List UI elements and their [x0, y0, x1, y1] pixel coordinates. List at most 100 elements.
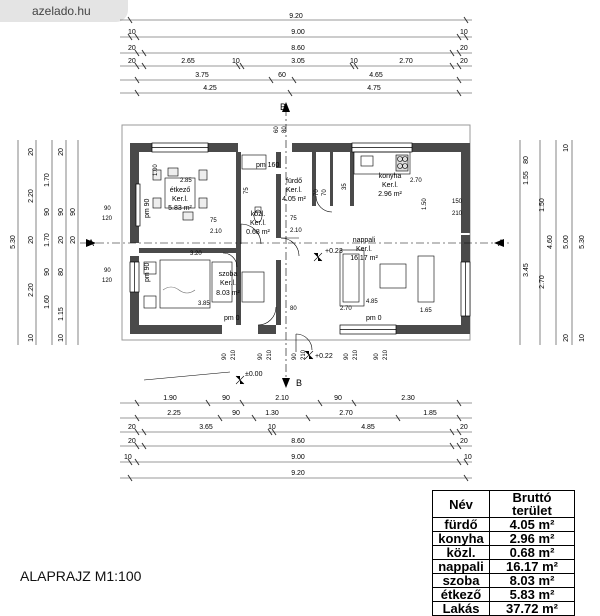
- dim-label: 1.15: [58, 307, 65, 321]
- table-row: szoba 8.03 m²: [432, 573, 575, 588]
- interior-dimensions: 2.85 1.00 1.50 3.20 2.70 4.85 1.65 2.10 …: [102, 164, 463, 314]
- svg-text:2.10: 2.10: [290, 228, 302, 234]
- svg-text:2.85: 2.85: [180, 178, 192, 184]
- dim-label: 20: [563, 334, 570, 342]
- dim-label: 20: [128, 58, 136, 65]
- dim-label: 20: [28, 236, 35, 244]
- level-pm000-icon: [235, 375, 245, 385]
- level-pm000: ±0.00: [245, 371, 263, 378]
- dim-label: 9.00: [291, 454, 305, 461]
- svg-text:pm 0: pm 0: [224, 315, 240, 322]
- room-name: konyha: [432, 531, 490, 546]
- dim-label: 2.70: [339, 410, 353, 417]
- dim-label: 2.20: [28, 283, 35, 297]
- room-area: 37.72 m²: [489, 601, 575, 616]
- svg-text:8.03 m²: 8.03 m²: [216, 290, 240, 297]
- top-wall-labels: 60 80: [274, 126, 288, 133]
- dim-label: 90: [44, 208, 51, 216]
- dim-label: 60: [278, 72, 286, 79]
- table-row: étkező 5.83 m²: [432, 587, 575, 602]
- dim-label: 90: [222, 395, 230, 402]
- svg-text:Ker.l.: Ker.l.: [250, 220, 266, 227]
- room-name: Lakás: [432, 601, 490, 616]
- dim-label: 10: [579, 334, 586, 342]
- svg-text:70: 70: [314, 189, 320, 196]
- svg-text:90: 90: [258, 353, 264, 360]
- floor-plan: 9.20 10 9.00 10 20 8.60 20 20 2.65 10 3.…: [10, 13, 586, 482]
- bed: [143, 259, 233, 309]
- dim-label: 2.25: [167, 410, 181, 417]
- kitchen-counter: [353, 151, 411, 175]
- svg-text:pm 90: pm 90: [144, 198, 151, 218]
- dim-label: 90: [70, 208, 77, 216]
- svg-text:étkező: étkező: [170, 187, 191, 194]
- svg-text:1.00: 1.00: [153, 164, 159, 176]
- level-plus022: +0.22: [315, 353, 333, 360]
- dim-label: 1.70: [44, 173, 51, 187]
- svg-text:210: 210: [353, 349, 359, 360]
- area-table: Név Bruttó terület fürdő 4.05 m² konyha …: [432, 490, 575, 616]
- section-a-left: A: [88, 238, 94, 248]
- dim-top-overall: 9.20: [289, 13, 303, 20]
- plan-title: ALAPRAJZ M1:100: [20, 568, 142, 584]
- svg-text:120: 120: [102, 216, 113, 222]
- svg-text:150: 150: [452, 199, 463, 205]
- floor-levels: pm 0 pm 0 pm 90 pm 90 pm 160: [144, 162, 382, 322]
- svg-text:75: 75: [244, 187, 250, 194]
- table-row: közl. 0.68 m²: [432, 545, 575, 560]
- svg-text:szoba: szoba: [219, 271, 238, 278]
- svg-text:Ker.l.: Ker.l.: [172, 196, 188, 203]
- room-area: 5.83 m²: [489, 587, 575, 602]
- svg-text:210: 210: [231, 349, 237, 360]
- section-b-top: B: [280, 102, 286, 112]
- dim-label: 3.05: [291, 58, 305, 65]
- dim-label: 2.65: [181, 58, 195, 65]
- svg-text:Ker.l.: Ker.l.: [286, 187, 302, 194]
- room-area: 2.96 m²: [489, 531, 575, 546]
- room-area: 16.17 m²: [489, 559, 575, 574]
- dim-label: 4.60: [547, 235, 554, 249]
- dim-label: 10: [268, 424, 276, 431]
- dim-label: 20: [28, 148, 35, 156]
- svg-text:75: 75: [210, 218, 217, 224]
- dim-label: 4.65: [369, 72, 383, 79]
- svg-text:75: 75: [290, 216, 297, 222]
- dim-label: 2.70: [399, 58, 413, 65]
- svg-text:nappali: nappali: [353, 237, 376, 244]
- section-b-bottom: B: [296, 378, 302, 388]
- svg-text:35: 35: [342, 183, 348, 190]
- dim-label: 20: [460, 424, 468, 431]
- svg-text:4.05 m²: 4.05 m²: [282, 196, 306, 203]
- level-markers: +0.23 +0.22 ±0.00: [143, 248, 343, 385]
- dim-label: 3.75: [195, 72, 209, 79]
- svg-text:2.70: 2.70: [410, 178, 422, 184]
- svg-text:1.50: 1.50: [422, 198, 428, 210]
- dim-label: 9.20: [291, 470, 305, 477]
- area-table-header: Név Bruttó terület: [432, 490, 575, 518]
- dim-label: 20: [460, 58, 468, 65]
- svg-text:16.17 m²: 16.17 m²: [350, 255, 378, 262]
- dim-label: 1.55: [523, 171, 530, 185]
- right-dimension-labels: 1.55 3.45 80 10 1.50 2.70 4.60 5.00 5.30…: [523, 144, 586, 342]
- dim-label: 5.00: [563, 235, 570, 249]
- opening-labels: 90 210 90 210 90 210 90 210 90 210: [222, 349, 389, 360]
- dim-label: 10: [232, 58, 240, 65]
- dim-label: 20: [460, 438, 468, 445]
- section-lines: [80, 108, 510, 385]
- bottom-dimension-labels: 1.90 90 2.10 90 2.30 2.25 90 1.30 2.70 1…: [124, 395, 472, 477]
- dim-label: 8.60: [291, 438, 305, 445]
- table-row: nappali 16.17 m²: [432, 559, 575, 574]
- dim-label: 4.85: [361, 424, 375, 431]
- dim-label: 20: [128, 424, 136, 431]
- windows: [129, 142, 471, 335]
- room-name: étkező: [432, 587, 490, 602]
- table-row-total: Lakás 37.72 m²: [432, 601, 575, 616]
- svg-text:Ker.l.: Ker.l.: [382, 182, 398, 189]
- dim-label: 3.65: [199, 424, 213, 431]
- svg-text:0.68 m²: 0.68 m²: [246, 229, 270, 236]
- room-name: közl.: [432, 545, 490, 560]
- dim-label: 20: [460, 45, 468, 52]
- svg-text:210: 210: [383, 349, 389, 360]
- room-szoba: szoba Ker.l. 8.03 m²: [216, 271, 240, 297]
- room-name: fürdő: [432, 517, 490, 532]
